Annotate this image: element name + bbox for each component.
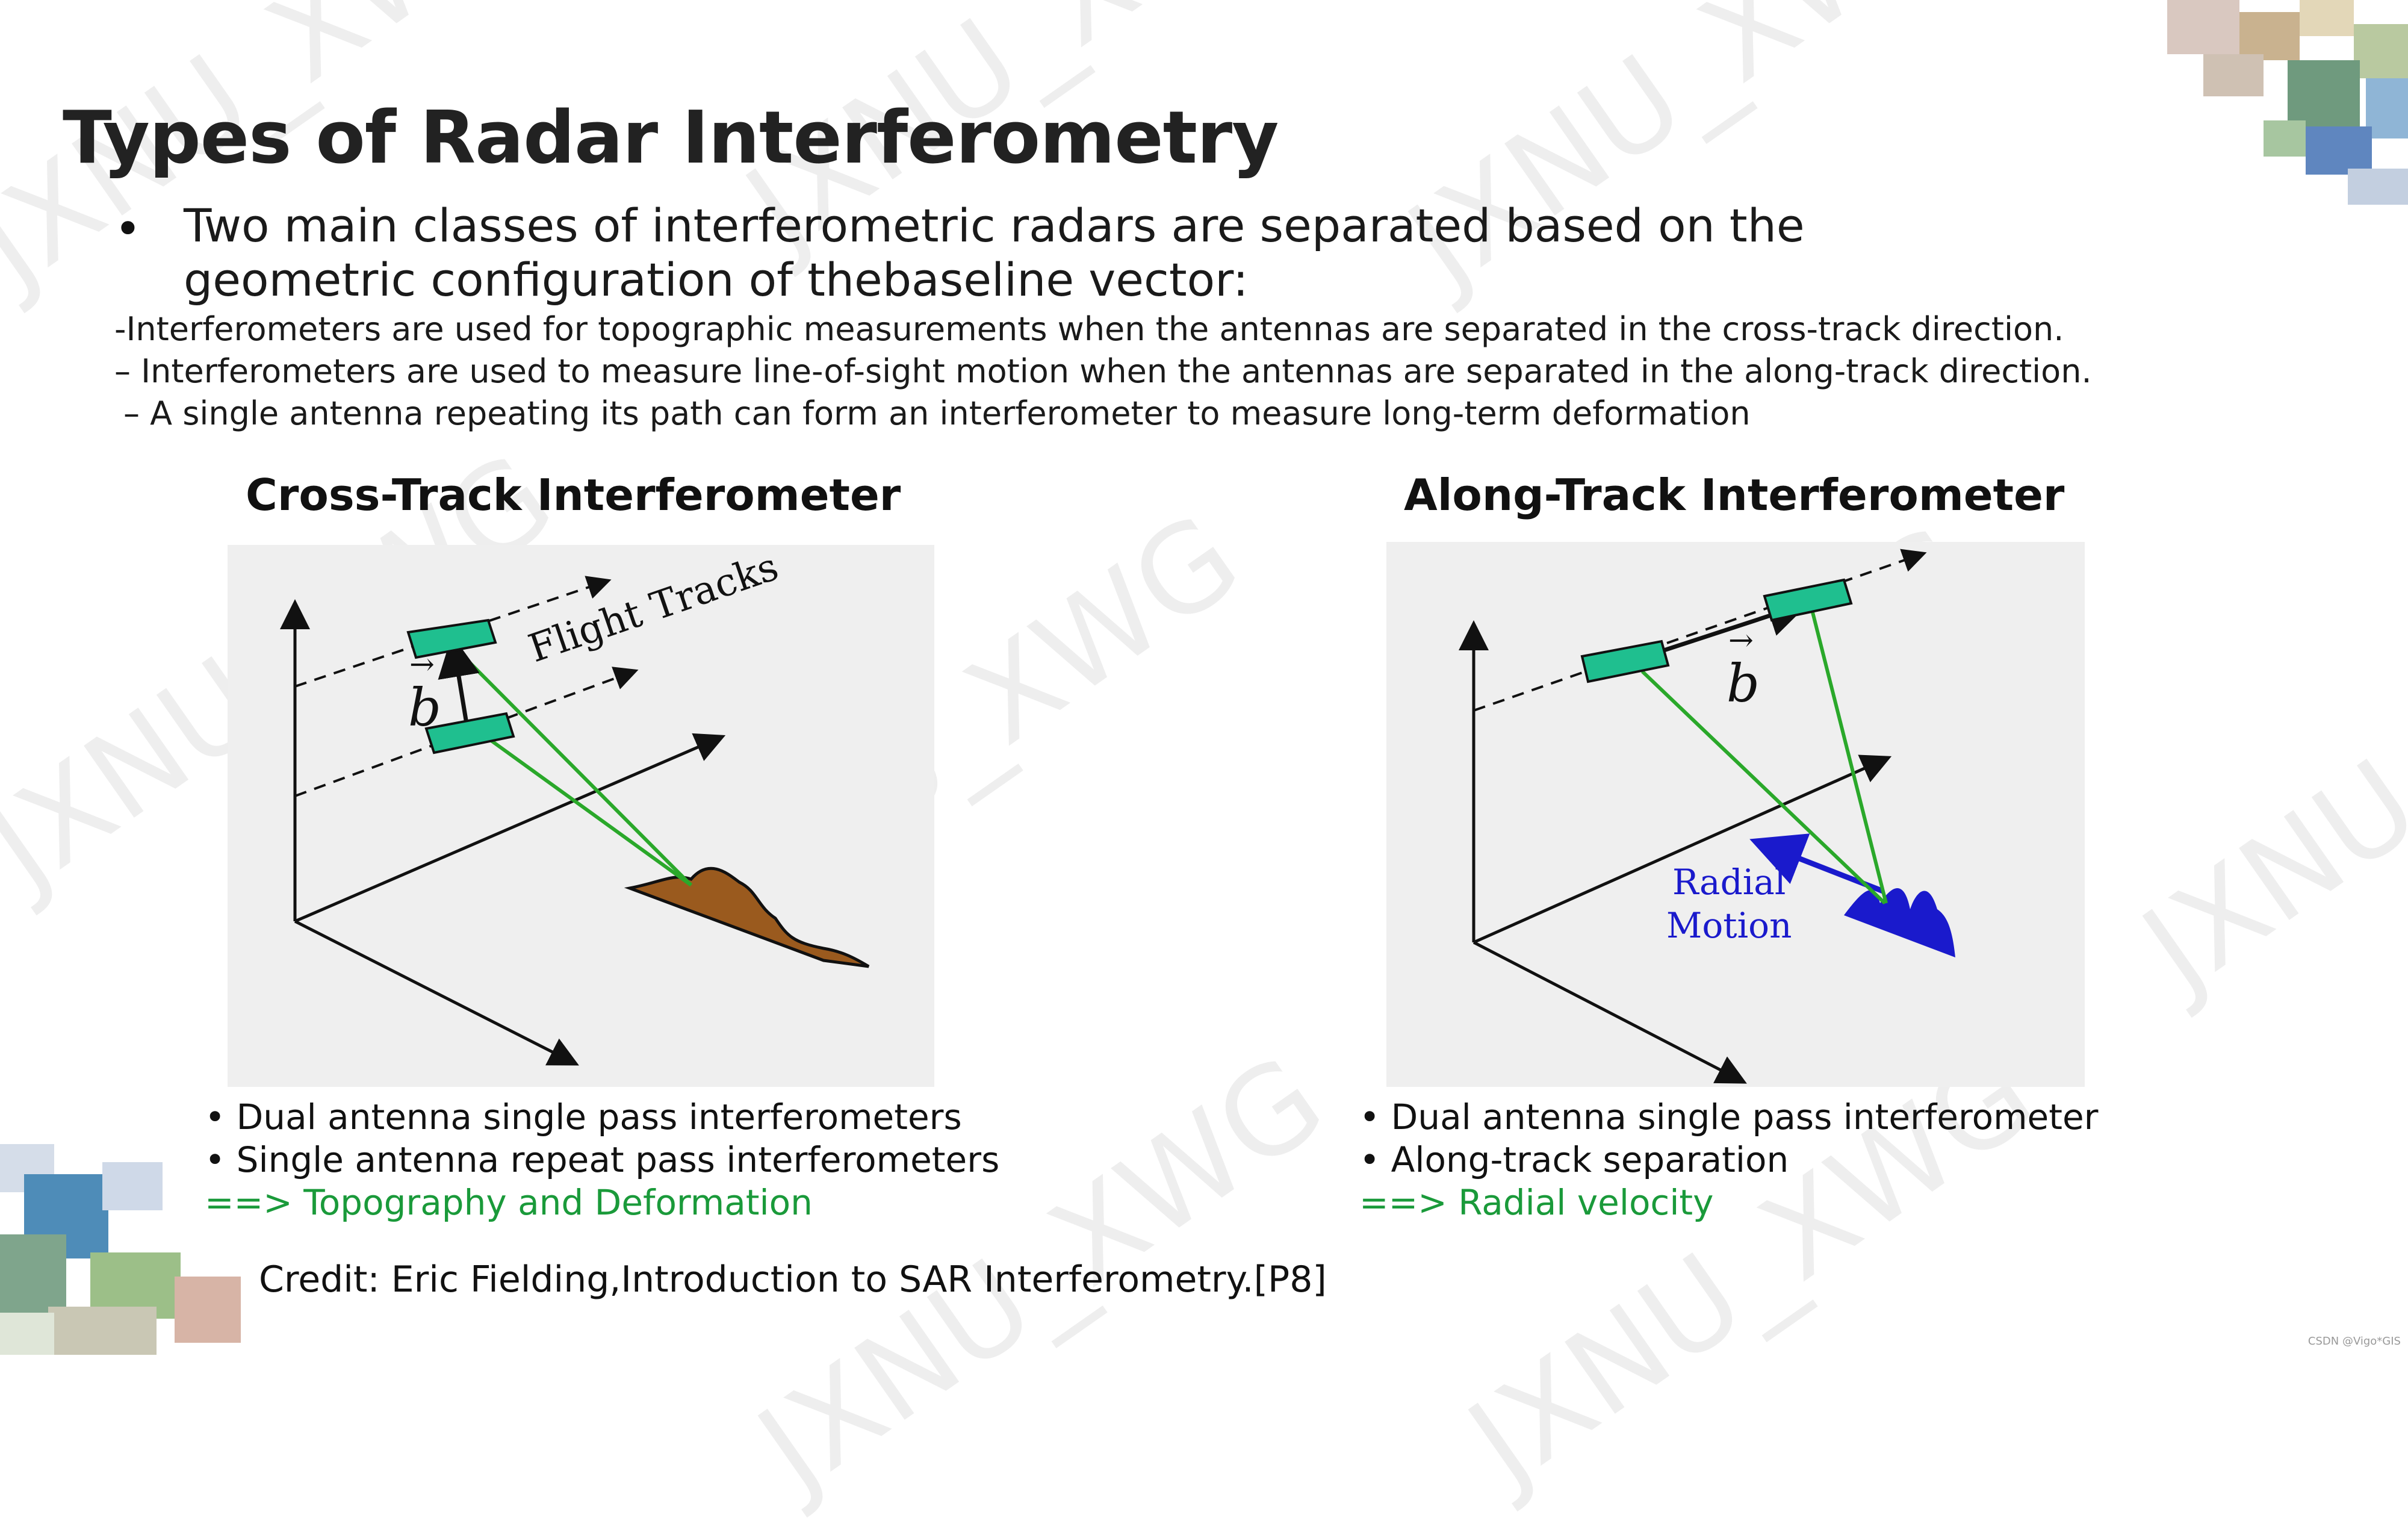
- terrain: [624, 866, 870, 968]
- decorative-mosaic-bottom-left: [0, 1144, 247, 1355]
- along-track-heading: Along-Track Interferometer: [1404, 470, 2065, 520]
- antenna-2: [424, 712, 515, 754]
- list-item: • Along-track separation: [1359, 1139, 1789, 1180]
- antenna-1: [1580, 639, 1670, 683]
- list-item: • Single antenna repeat pass interferome…: [205, 1139, 1000, 1180]
- baseline-label: b: [1727, 654, 1760, 714]
- slide-title: Types of Radar Interferometry: [63, 96, 1279, 180]
- baseline-arrow-symbol: →: [409, 647, 435, 682]
- description-line: -Interferometers are used for topographi…: [114, 310, 2064, 348]
- axes: [280, 599, 726, 1066]
- cross-track-figure: b → Flight Tracks: [228, 545, 934, 1087]
- along-track-figure: b → Radial Motion: [1386, 542, 2085, 1087]
- cross-track-list: • Dual antenna single pass interferomete…: [205, 1096, 999, 1224]
- list-item: • Dual antenna single pass interferomete…: [1359, 1097, 2099, 1137]
- list-item: • Dual antenna single pass interferomete…: [205, 1097, 962, 1137]
- radar-beams: [448, 641, 693, 887]
- conclusion-text: ==> Radial velocity: [1359, 1182, 1714, 1223]
- baseline-vector: [438, 635, 480, 735]
- footnote: CSDN @Vigo*GIS: [2307, 1335, 2401, 1348]
- decorative-mosaic-top-right: [2167, 0, 2408, 211]
- description-line: – Interferometers are used to measure li…: [114, 352, 2092, 390]
- description-line: – A single antenna repeating its path ca…: [123, 394, 1751, 432]
- bullet-marker: •: [114, 202, 141, 255]
- radar-beams: [1640, 605, 1888, 905]
- radial-label: Radial: [1672, 862, 1786, 903]
- intro-text: Two main classes of interferometric rada…: [184, 199, 1805, 306]
- flight-track: [1473, 549, 1927, 712]
- credit-text: Credit: Eric Fielding,Introduction to SA…: [259, 1258, 1327, 1301]
- antenna-2: [1763, 578, 1853, 622]
- flight-tracks-label: Flight Tracks: [523, 545, 784, 671]
- along-track-list: • Dual antenna single pass interferomete…: [1359, 1096, 2099, 1224]
- baseline-arrow-symbol: →: [1728, 623, 1754, 658]
- conclusion-text: ==> Topography and Deformation: [205, 1182, 813, 1223]
- watermark: JXNU_XWG: [2119, 529, 2408, 1018]
- axes: [1459, 620, 1892, 1084]
- motion-label: Motion: [1666, 905, 1792, 946]
- baseline-label: b: [408, 678, 441, 738]
- moving-target: [1844, 888, 1955, 957]
- cross-track-heading: Cross-Track Interferometer: [246, 470, 901, 520]
- antenna-1: [406, 618, 497, 659]
